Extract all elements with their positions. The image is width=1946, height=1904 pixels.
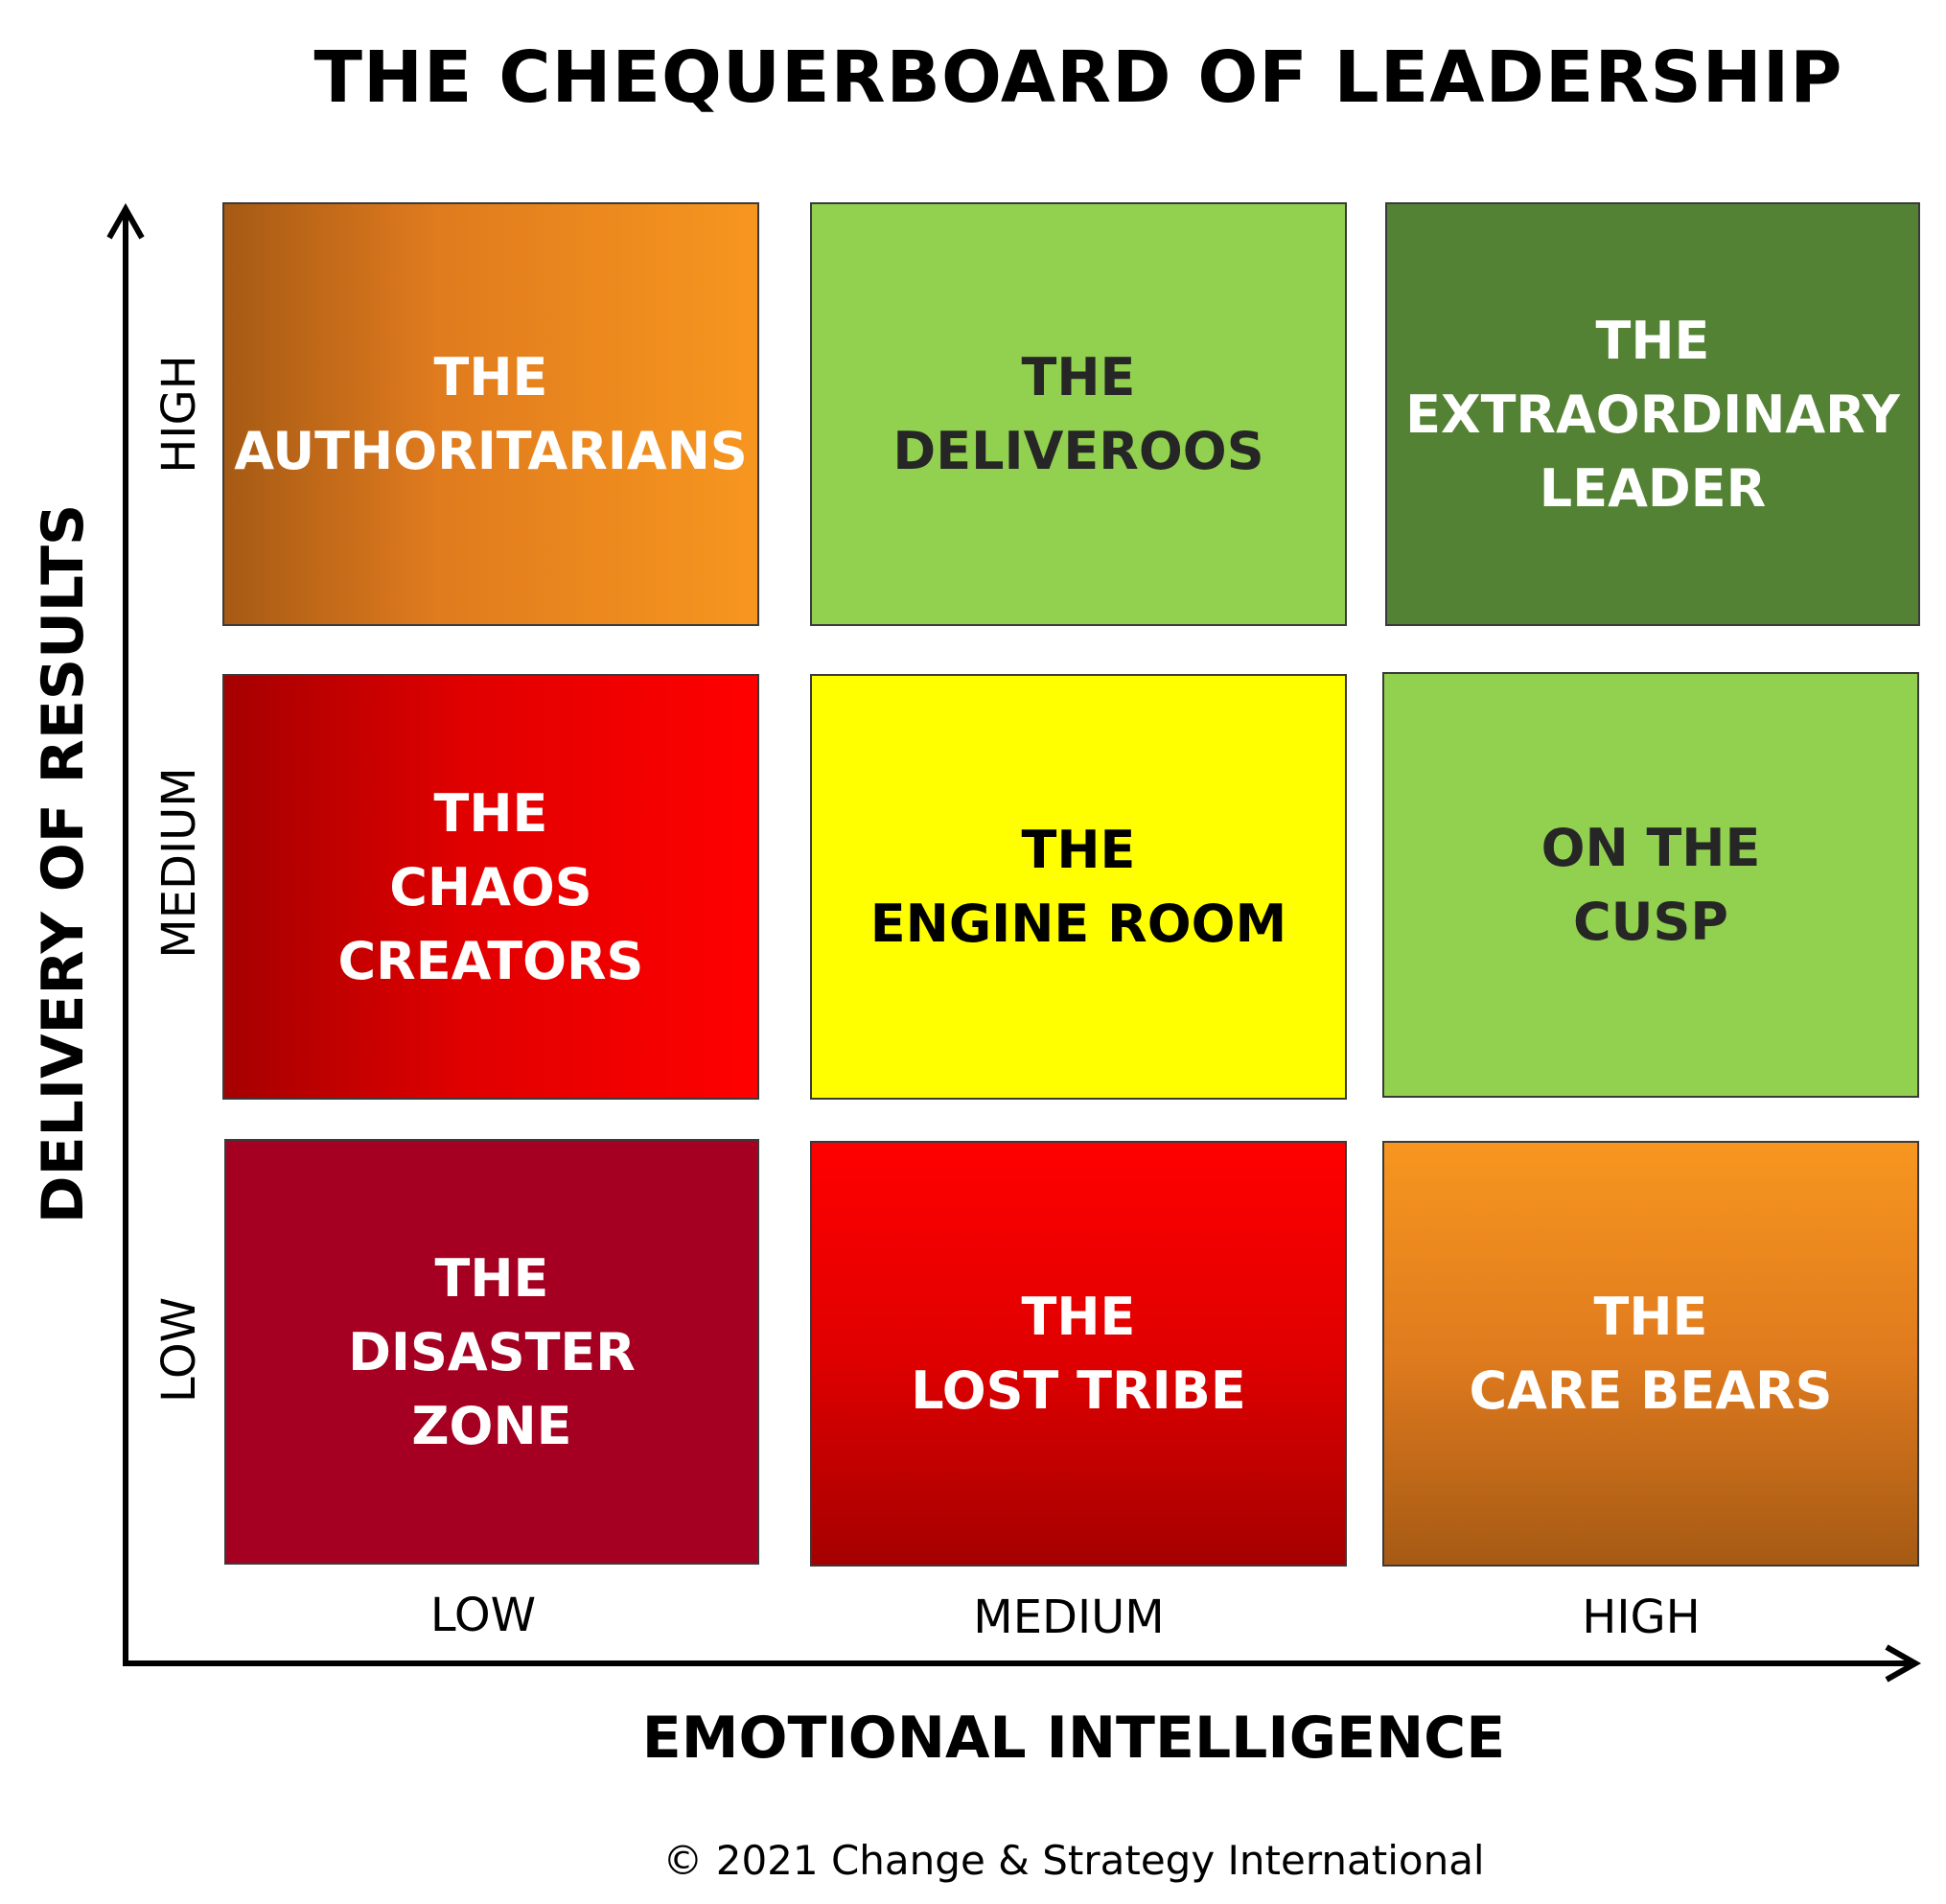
cell-the-deliveroos: THE DELIVEROOS [810, 202, 1347, 626]
y-axis-title: DELIVERY OF RESULTS [30, 503, 97, 1224]
cell-the-lost-tribe: THE LOST TRIBE [810, 1141, 1347, 1567]
cell-label: THE LOST TRIBE [911, 1287, 1246, 1421]
cell-label: THE CHAOS CREATORS [337, 782, 644, 991]
cell-the-engine-room: THE ENGINE ROOM [810, 674, 1347, 1100]
cell-the-disaster-zone: THE DISASTER ZONE [224, 1139, 759, 1565]
y-tick-low: LOW [152, 1296, 206, 1404]
cell-label: THE DELIVEROOS [892, 347, 1264, 481]
cell-the-chaos-creators: THE CHAOS CREATORS [222, 674, 759, 1100]
y-axis-arrowhead [106, 202, 145, 240]
cell-the-authoritarians: THE AUTHORITARIANS [222, 202, 759, 626]
cell-label: THE AUTHORITARIANS [234, 347, 748, 481]
cell-the-care-bears: THE CARE BEARS [1382, 1141, 1919, 1567]
cell-label: THE DISASTER ZONE [348, 1247, 636, 1456]
cell-the-extraordinary-leader: THE EXTRAORDINARY LEADER [1385, 202, 1920, 626]
x-tick-high: HIGH [1582, 1591, 1701, 1644]
cell-on-the-cusp: ON THE CUSP [1382, 672, 1919, 1098]
copyright-notice: © 2021 Change & Strategy International [662, 1837, 1485, 1884]
cell-label: ON THE CUSP [1541, 818, 1761, 952]
y-tick-high: HIGH [152, 355, 206, 474]
x-axis-arrowhead [1885, 1644, 1922, 1683]
cell-label: THE CARE BEARS [1469, 1287, 1833, 1421]
x-tick-low: LOW [429, 1589, 537, 1642]
cell-label: THE ENGINE ROOM [869, 820, 1287, 954]
diagram-title: THE CHEQUERBOARD OF LEADERSHIP [313, 36, 1843, 119]
cell-label: THE EXTRAORDINARY LEADER [1405, 310, 1900, 519]
x-tick-medium: MEDIUM [973, 1591, 1165, 1644]
x-axis-title: EMOTIONAL INTELLIGENCE [641, 1705, 1506, 1772]
y-tick-medium: MEDIUM [152, 767, 206, 959]
